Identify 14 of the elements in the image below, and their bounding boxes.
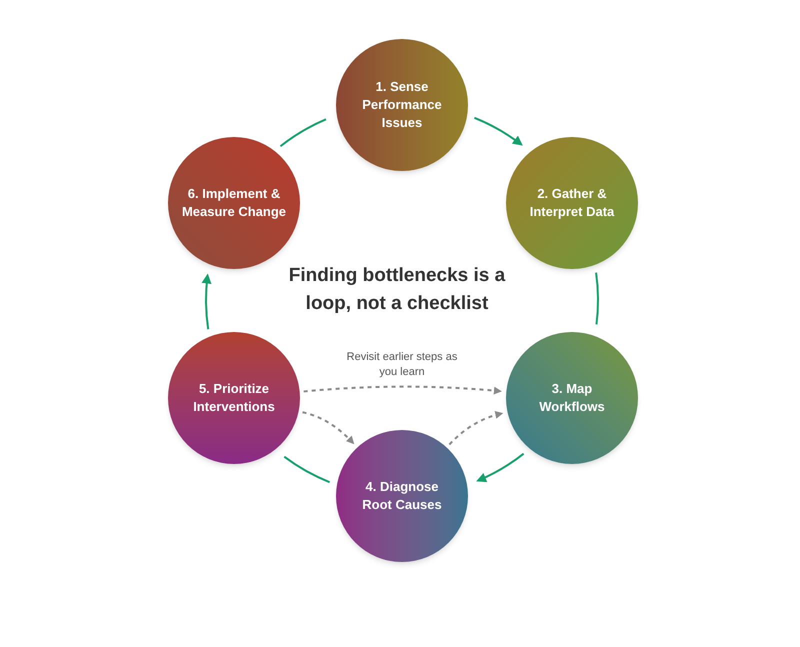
connector-arrow [202,274,212,330]
step-label: 4. Diagnose Root Causes [361,478,443,514]
step-label: 1. Sense Performance Issues [361,78,443,132]
center-title: Finding bottlenecks is a loop, not a checklist [288,264,506,316]
step-label: 2. Gather & Interpret Data [528,185,616,221]
step-label: 6. Implement & Measure Change [180,185,288,221]
dashed-arrow [304,386,502,395]
step-label: 5. Prioritize Interventions [192,380,276,416]
note-text: Revisit earlier steps as you learn [346,350,458,380]
dashed-arrow [448,411,504,446]
connector-arrow [476,452,524,482]
dashed-arrow [302,411,354,444]
connector-arrow [474,116,523,146]
step-label: 3. Map Workflows [538,380,606,416]
